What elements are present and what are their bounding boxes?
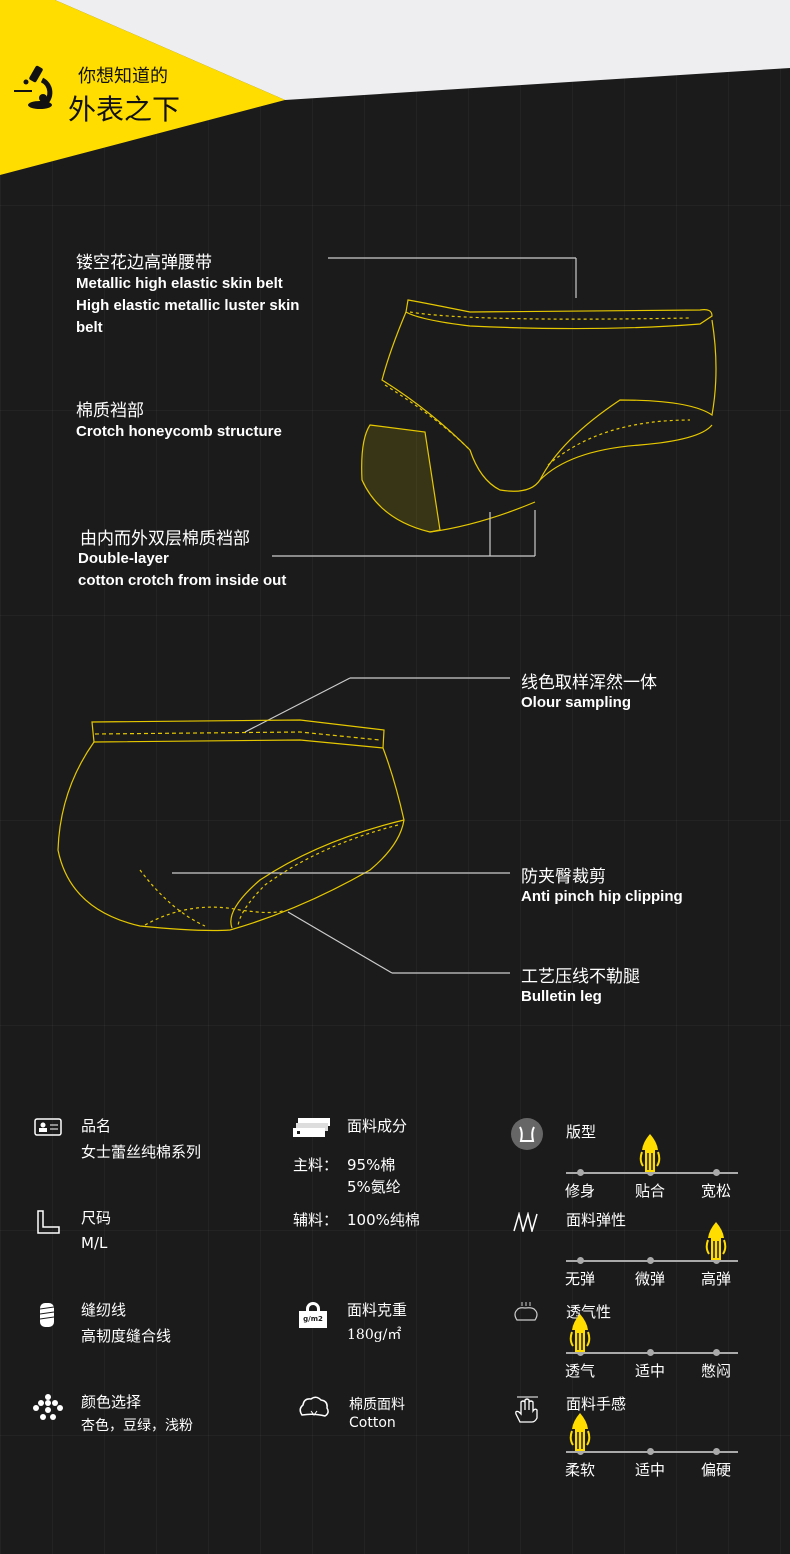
- spec-main-value-2: 5%氨纶: [347, 1178, 401, 1196]
- spec-thread-value: 高韧度缝合线: [81, 1327, 172, 1345]
- ruler-icon: [37, 1210, 60, 1234]
- slider-pin-icon[interactable]: [569, 1413, 591, 1453]
- spec-name-label: 品名: [81, 1117, 112, 1135]
- callout-color-zh: 线色取样浑然一体: [521, 673, 657, 693]
- slider-option-label: 宽松: [700, 1182, 731, 1200]
- slider-stop[interactable]: [647, 1349, 654, 1356]
- slider-option-label: 贴合: [634, 1182, 665, 1200]
- spec-color-label: 颜色选择: [81, 1393, 142, 1411]
- slider-option-label: 偏硬: [700, 1461, 731, 1479]
- slider-stop[interactable]: [647, 1257, 654, 1264]
- header-subtitle: 你想知道的: [78, 66, 168, 87]
- spec-main-label: 主料：: [293, 1156, 339, 1174]
- rating-label: 版型: [566, 1123, 597, 1141]
- slider-stop[interactable]: [577, 1169, 584, 1176]
- rating-slider[interactable]: 修身 贴合 宽松: [565, 1134, 738, 1200]
- slider-option-label: 修身: [564, 1182, 595, 1200]
- slider-pin-icon[interactable]: [569, 1314, 591, 1354]
- fit-shape-icon: [511, 1118, 543, 1150]
- weight-icon: g/m2: [299, 1302, 327, 1328]
- slider-pin-icon[interactable]: [639, 1134, 661, 1174]
- callout-crotch-zh: 棉质裆部: [76, 401, 144, 421]
- spec-aux-label: 辅料：: [293, 1211, 339, 1229]
- callout-double-layer-zh: 由内而外双层棉质裆部: [80, 529, 250, 549]
- callout-belt-zh: 镂空花边高弹腰带: [76, 253, 212, 273]
- rating-label: 面料弹性: [566, 1211, 627, 1229]
- thread-spool-icon: [39, 1303, 55, 1327]
- spec-thread-label: 缝纫线: [81, 1301, 127, 1319]
- callout-leg-zh: 工艺压线不勒腿: [521, 967, 640, 987]
- slider-option-label: 微弹: [634, 1270, 665, 1288]
- slider-stop[interactable]: [577, 1448, 584, 1455]
- spec-size-value: M/L: [81, 1234, 108, 1252]
- spec-size-label: 尺码: [81, 1209, 112, 1227]
- spec-cotton-value: Cotton: [349, 1415, 396, 1431]
- spec-weight-value: 180g/㎡: [347, 1327, 402, 1343]
- slider-stop[interactable]: [577, 1349, 584, 1356]
- elasticity-zigzag-icon: [513, 1212, 538, 1232]
- slider-option-label: 无弹: [564, 1270, 595, 1288]
- spec-main-value-1: 95%棉: [347, 1156, 396, 1174]
- rating-slider[interactable]: 透气 适中 憋闷: [565, 1314, 738, 1380]
- callout-hip-zh: 防夹臀裁剪: [521, 867, 606, 887]
- spec-color-value: 杏色，豆绿，浅粉: [81, 1418, 193, 1434]
- spec-cotton-label: 棉质面料: [349, 1397, 405, 1413]
- microscope-icon: [14, 65, 53, 109]
- slider-option-label: 柔软: [564, 1461, 595, 1479]
- color-dots-icon: [33, 1394, 63, 1420]
- callout-color-en: Olour sampling: [521, 694, 632, 711]
- slider-option-label: 适中: [634, 1461, 665, 1479]
- slider-stop[interactable]: [713, 1257, 720, 1264]
- fabric-layers-icon: [293, 1118, 330, 1137]
- hand-touch-icon: [515, 1396, 538, 1423]
- slider-stop[interactable]: [647, 1448, 654, 1455]
- spec-aux-value: 100%纯棉: [347, 1211, 420, 1229]
- slider-option-label: 高弹: [700, 1270, 731, 1288]
- rating-slider[interactable]: 柔软 适中 偏硬: [565, 1413, 738, 1479]
- callout-hip-en: Anti pinch hip clipping: [521, 888, 683, 905]
- spec-weight-label: 面料克重: [347, 1301, 408, 1319]
- callout-leg-en: Bulletin leg: [521, 988, 602, 1005]
- briefs-back-diagram: [57, 677, 510, 974]
- slider-stop[interactable]: [713, 1169, 720, 1176]
- slider-pin-icon[interactable]: [705, 1222, 727, 1262]
- slider-stop[interactable]: [713, 1349, 720, 1356]
- slider-stop[interactable]: [647, 1169, 654, 1176]
- slider-option-label: 适中: [634, 1362, 665, 1380]
- rating-label: 透气性: [566, 1303, 612, 1321]
- slider-option-label: 透气: [564, 1362, 595, 1380]
- rating-label: 面料手感: [566, 1395, 627, 1413]
- breathability-icon: [514, 1302, 538, 1321]
- id-card-icon: [34, 1118, 62, 1136]
- callout-crotch-en: Crotch honeycomb structure: [76, 423, 282, 440]
- briefs-front-diagram: [272, 257, 717, 557]
- rating-slider[interactable]: 无弹 微弹 高弹: [565, 1222, 738, 1288]
- spec-name-value: 女士蕾丝纯棉系列: [81, 1143, 202, 1161]
- spec-composition-label: 面料成分: [347, 1117, 408, 1135]
- slider-option-label: 憋闷: [700, 1362, 731, 1380]
- slider-stop[interactable]: [577, 1257, 584, 1264]
- cotton-icon: [299, 1396, 329, 1417]
- header-title: 外表之下: [68, 93, 181, 126]
- header-banner: [0, 0, 790, 175]
- slider-stop[interactable]: [713, 1448, 720, 1455]
